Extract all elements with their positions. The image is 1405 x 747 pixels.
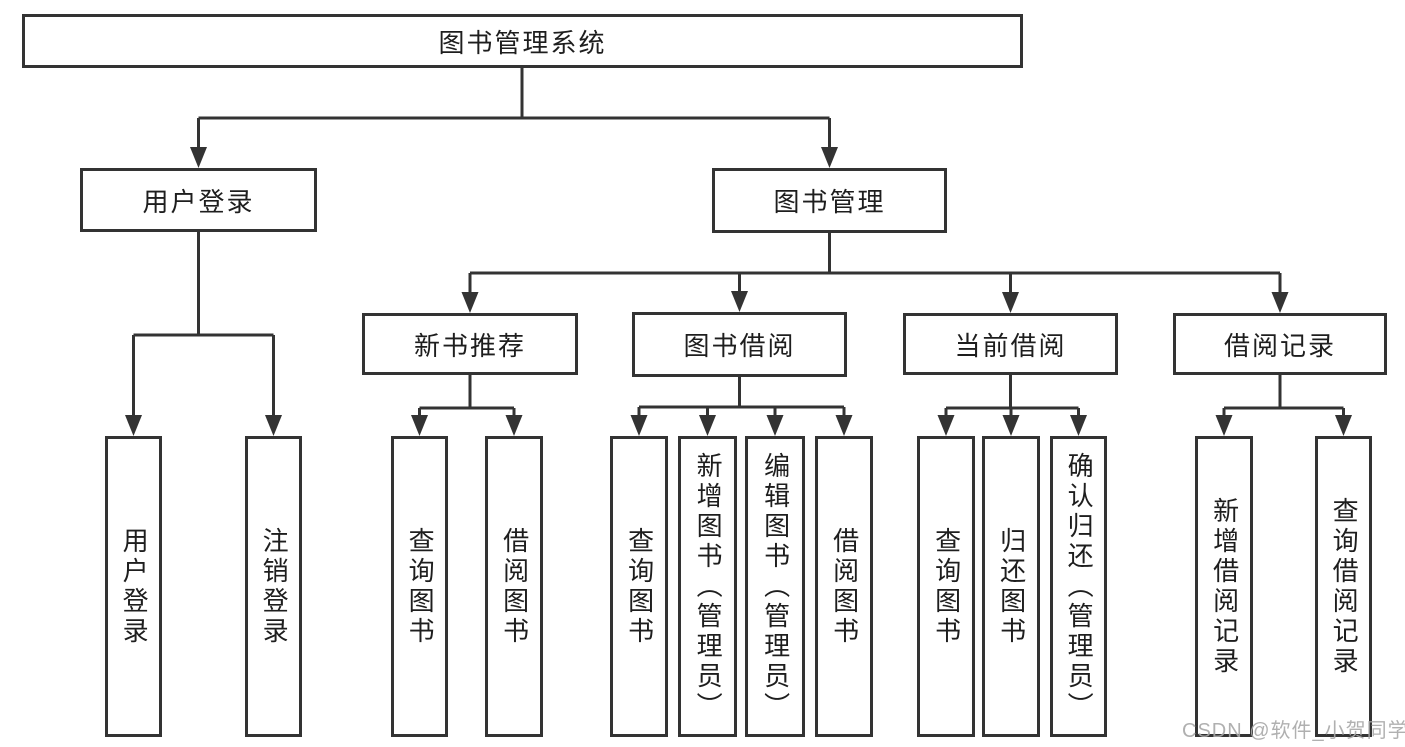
leaf-return-book: 归还图书 (982, 436, 1040, 737)
leaf-query-book-current-label: 查询图书 (931, 526, 962, 647)
leaf-query-book-borrow: 查询图书 (610, 436, 668, 737)
arrowheads (125, 147, 1352, 436)
leaf-logout: 注销登录 (245, 436, 302, 737)
leaf-borrow-book-recommend-label: 借阅图书 (499, 526, 530, 647)
node-book-borrow-label: 图书借阅 (683, 331, 796, 361)
leaf-query-book-current: 查询图书 (917, 436, 975, 737)
leaf-logout-label: 注销登录 (259, 526, 290, 647)
node-user-login: 用户登录 (80, 168, 317, 232)
leaf-borrow-book-borrow-label: 借阅图书 (829, 526, 860, 647)
leaf-user-login: 用户登录 (105, 436, 162, 737)
leaf-query-book-borrow-label: 查询图书 (624, 526, 655, 647)
node-book-borrow: 图书借阅 (632, 312, 847, 377)
node-root: 图书管理系统 (22, 14, 1023, 68)
leaf-query-borrow-record-label: 查询借阅记录 (1329, 496, 1360, 677)
leaf-edit-book-admin: 编辑图书（管理员） (745, 436, 805, 737)
leaf-add-book-admin-label: 新增图书（管理员） (693, 451, 724, 722)
csdn-watermark: CSDN @软件_小贺同学 (1182, 720, 1405, 742)
leaf-query-borrow-record: 查询借阅记录 (1315, 436, 1372, 737)
leaf-confirm-return-admin: 确认归还（管理员） (1050, 436, 1107, 737)
node-borrow-records-label: 借阅记录 (1223, 330, 1336, 361)
leaf-query-book-recommend-label: 查询图书 (405, 526, 436, 647)
leaf-user-login-label: 用户登录 (119, 526, 150, 647)
node-new-book-recommend-label: 新书推荐 (413, 330, 526, 361)
leaf-return-book-label: 归还图书 (996, 526, 1027, 647)
leaf-add-borrow-record-label: 新增借阅记录 (1209, 496, 1240, 677)
node-borrow-records: 借阅记录 (1173, 313, 1387, 375)
leaf-edit-book-admin-label: 编辑图书（管理员） (760, 451, 791, 722)
leaf-borrow-book-recommend: 借阅图书 (485, 436, 543, 737)
node-book-management: 图书管理 (712, 168, 947, 233)
leaf-borrow-book-borrow: 借阅图书 (815, 436, 873, 737)
node-book-management-label: 图书管理 (773, 187, 886, 217)
node-root-label: 图书管理系统 (438, 27, 607, 58)
node-new-book-recommend: 新书推荐 (362, 313, 578, 375)
leaf-query-book-recommend: 查询图书 (391, 436, 448, 737)
leaf-add-book-admin: 新增图书（管理员） (678, 436, 737, 737)
node-current-borrow-label: 当前借阅 (954, 330, 1067, 361)
leaf-confirm-return-admin-label: 确认归还（管理员） (1064, 451, 1095, 722)
leaf-add-borrow-record: 新增借阅记录 (1195, 436, 1253, 737)
node-user-login-label: 用户登录 (142, 186, 255, 217)
node-current-borrow: 当前借阅 (903, 313, 1118, 375)
